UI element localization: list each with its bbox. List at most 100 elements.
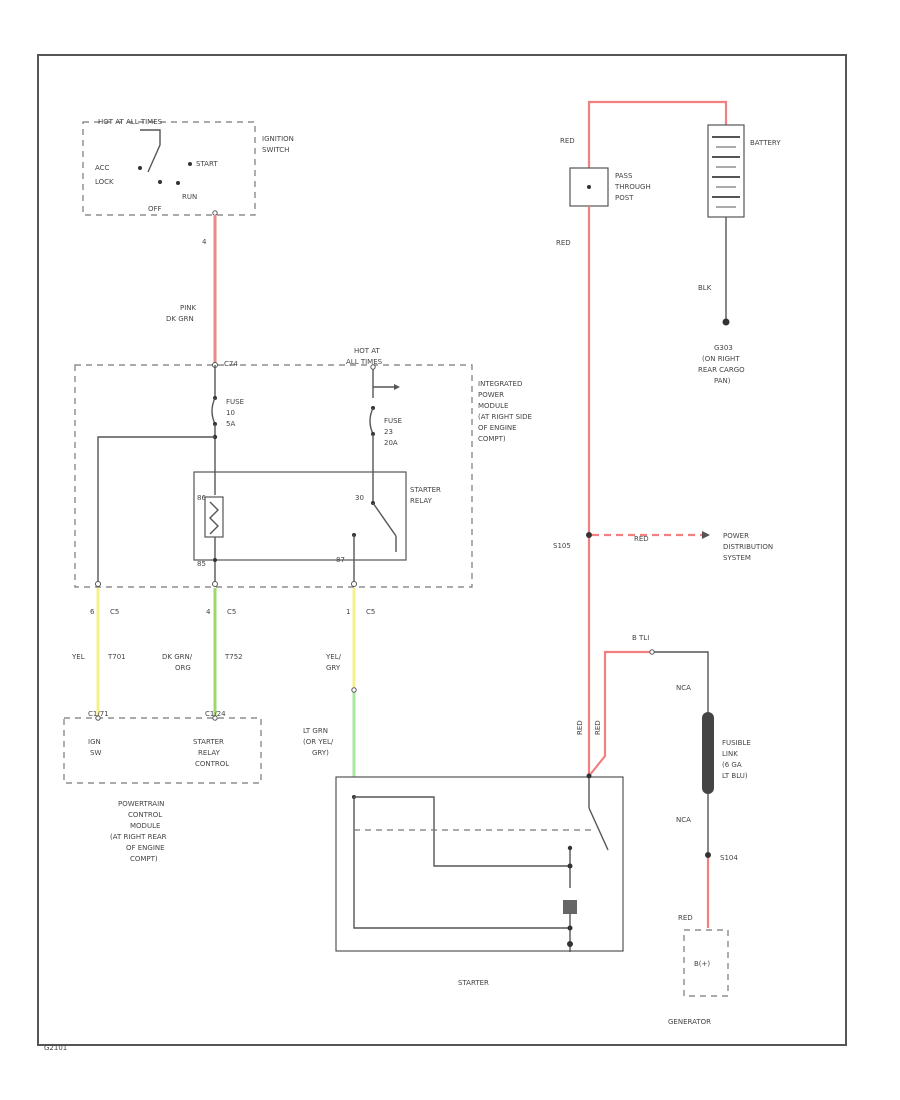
power-distribution-wire-label: RED <box>634 535 649 543</box>
starter-red-label-a: RED <box>576 720 584 735</box>
ground-label-1: G303 <box>714 344 733 352</box>
fuse-23-label: FUSE <box>384 417 402 425</box>
connector-c5-3 <box>351 581 357 587</box>
wire-battery-positive <box>587 100 728 168</box>
module-hot-label-2: ALL TIMES <box>346 358 383 366</box>
diagram-code: G2101 <box>44 1044 67 1052</box>
fusible-link-connector-label: B TLI <box>632 634 649 642</box>
connector-c5-1 <box>95 581 101 587</box>
starter-relay-label-2: RELAY <box>410 497 433 505</box>
connector-c5-2 <box>212 581 218 587</box>
pcm-pin-2 <box>212 715 218 721</box>
ground-label-3: REAR CARGO <box>698 366 745 374</box>
module-name-6: COMPT) <box>478 435 506 443</box>
starter-red-label-b: RED <box>594 720 602 735</box>
splice-s104 <box>705 852 711 858</box>
wire-t701-circuit: T701 <box>107 653 126 661</box>
power-distribution-label: POWER <box>723 532 749 540</box>
starter-motor-node <box>567 863 573 869</box>
module-pin-c74-label: C74 <box>224 360 238 368</box>
wire-nca-top <box>654 651 709 712</box>
pcm-name-5: OF ENGINE <box>126 844 165 852</box>
starter-box <box>335 776 624 952</box>
pcm-ign-sw-label-2: SW <box>90 749 101 757</box>
fuse-23-hot-arrow <box>394 384 400 390</box>
connector-c5-2-pin: 4 <box>206 608 211 616</box>
pass-through-label-3: POST <box>615 194 634 202</box>
splice-s105 <box>586 532 592 538</box>
module-name-1: INTEGRATED <box>478 380 522 388</box>
module-name-3: MODULE <box>478 402 508 410</box>
wire-t701-color: YEL <box>71 653 85 661</box>
module-hot-label: HOT AT <box>354 347 381 355</box>
connector-c5-2-label: C5 <box>227 608 236 616</box>
wire-pink-label-2: DK GRN <box>166 315 194 323</box>
hot-at-all-times-pin <box>370 364 376 370</box>
battery <box>707 124 745 218</box>
pcm-name-3: MODULE <box>130 822 160 830</box>
wire-pink-label: PINK <box>180 304 197 312</box>
starter-wire-label: LT GRN <box>303 727 328 735</box>
wire-t752-circuit: T752 <box>224 653 243 661</box>
fuse-10-label: FUSE <box>226 398 244 406</box>
pass-through-label-2: THROUGH <box>614 183 651 191</box>
starter-hold-node <box>567 925 573 931</box>
wire-yel-gry-label-2: GRY <box>326 664 341 672</box>
generator-terminal-label: B(+) <box>694 960 710 968</box>
wire-yel-gry-label: YEL/ <box>325 653 342 661</box>
splice-s105-label: S105 <box>553 542 571 550</box>
wire-t752-color: DK GRN/ <box>162 653 193 661</box>
starter-ground <box>567 941 573 947</box>
relay-coil <box>204 496 224 538</box>
starter-relay-label: STARTER <box>410 486 441 494</box>
pcm-pin-1-label: C1/71 <box>88 710 109 718</box>
ignition-off-terminal <box>158 180 162 184</box>
fuse-23-number: 23 <box>384 428 393 436</box>
power-distribution-label-2: DISTRIBUTION <box>723 543 773 551</box>
fusible-link-label-2: LINK <box>722 750 738 758</box>
pcm-name-6: COMPT) <box>130 855 158 863</box>
ignition-run-label: RUN <box>182 193 197 201</box>
battery-red-label: RED <box>560 137 575 145</box>
starter-pull-winding <box>354 796 570 867</box>
starter-relay-box <box>193 471 407 561</box>
fuse-10 <box>211 397 216 425</box>
pass-through-label: PASS <box>615 172 633 180</box>
ground-label-2: (ON RIGHT <box>702 355 740 363</box>
generator-label: GENERATOR <box>668 1018 711 1026</box>
module-name-2: POWER <box>478 391 504 399</box>
relay-switch-arm <box>372 502 397 537</box>
ignition-acc-label: ACC <box>95 164 110 172</box>
generator <box>683 929 729 997</box>
relay-pin-85: 85 <box>197 560 206 568</box>
starter-motor <box>563 900 577 914</box>
pcm-name-2: CONTROL <box>128 811 162 819</box>
battery-label: BATTERY <box>750 139 781 147</box>
red-wire-label: RED <box>556 239 571 247</box>
starter-wire-label-2: (OR YEL/ <box>303 738 334 746</box>
ignition-switch-contact <box>140 129 161 173</box>
connector-c5-3-pin: 1 <box>346 608 350 616</box>
battery-cells <box>712 136 740 208</box>
fusible-link-connector <box>649 649 655 655</box>
module-name-5: OF ENGINE <box>478 424 517 432</box>
fuse-10-number: 10 <box>226 409 235 417</box>
connector-c5-1-label: C5 <box>110 608 119 616</box>
wire-nca-bottom-label: NCA <box>676 816 691 824</box>
pcm-ctrl-label-2: RELAY <box>198 749 221 757</box>
starter-b-terminal <box>586 773 592 779</box>
wire-t752-color-2: ORG <box>175 664 191 672</box>
fusible-link-label-3: (6 GA <box>722 761 742 769</box>
wire-red-to-fusible-link <box>588 650 650 777</box>
fusible-link-label: FUSIBLE <box>722 739 751 747</box>
ign-feed-to-pcm <box>97 436 215 582</box>
pcm-ctrl-label: STARTER <box>193 738 224 746</box>
starter-solenoid-contact <box>588 807 609 851</box>
diagram-frame <box>37 54 847 1046</box>
battery-ground-wire-label: BLK <box>698 284 712 292</box>
pass-through-post-terminal <box>587 185 591 189</box>
fuse-10-rating: 5A <box>226 420 235 428</box>
splice-s104-label: S104 <box>720 854 738 862</box>
ignition-run-terminal <box>176 181 180 185</box>
ignition-acc-terminal <box>138 166 142 170</box>
